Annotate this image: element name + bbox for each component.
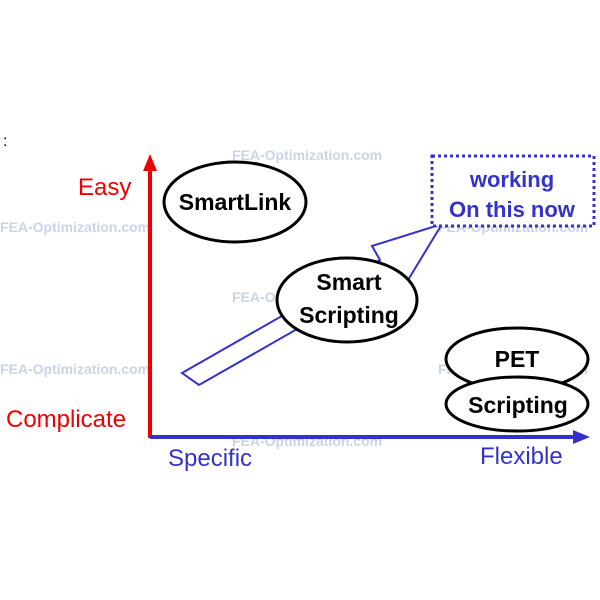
x-axis-left-label: Specific [168,445,252,472]
stray-colon: : [3,133,7,150]
smart-scripting-label-line2: Scripting [299,302,399,328]
working-note-box: working On this now [430,154,596,228]
note-line1: working [469,167,554,192]
note-line2: On this now [449,197,576,222]
pet-label: PET [495,346,540,372]
vertical-axis [143,154,157,438]
y-axis-bottom-label: Complicate [6,406,126,433]
watermark: FEA-Optimization.com [0,361,150,377]
watermark: FEA-Optimization.com [0,219,150,235]
smart-scripting-node: Smart Scripting [275,256,419,344]
y-axis-top-label: Easy [78,174,131,201]
horizontal-axis-arrowhead [573,430,590,444]
pet-node: PET [444,326,590,392]
vertical-axis-arrowhead [143,154,157,171]
scripting-label: Scripting [468,392,568,418]
x-axis-right-label: Flexible [480,443,563,470]
watermark: FEA-Optimization.com [232,147,382,163]
scripting-node: Scripting [444,375,590,433]
smart-scripting-label-line1: Smart [316,269,382,295]
smartlink-node: SmartLink [162,160,308,244]
smartlink-label: SmartLink [179,189,292,215]
horizontal-axis [150,430,590,444]
